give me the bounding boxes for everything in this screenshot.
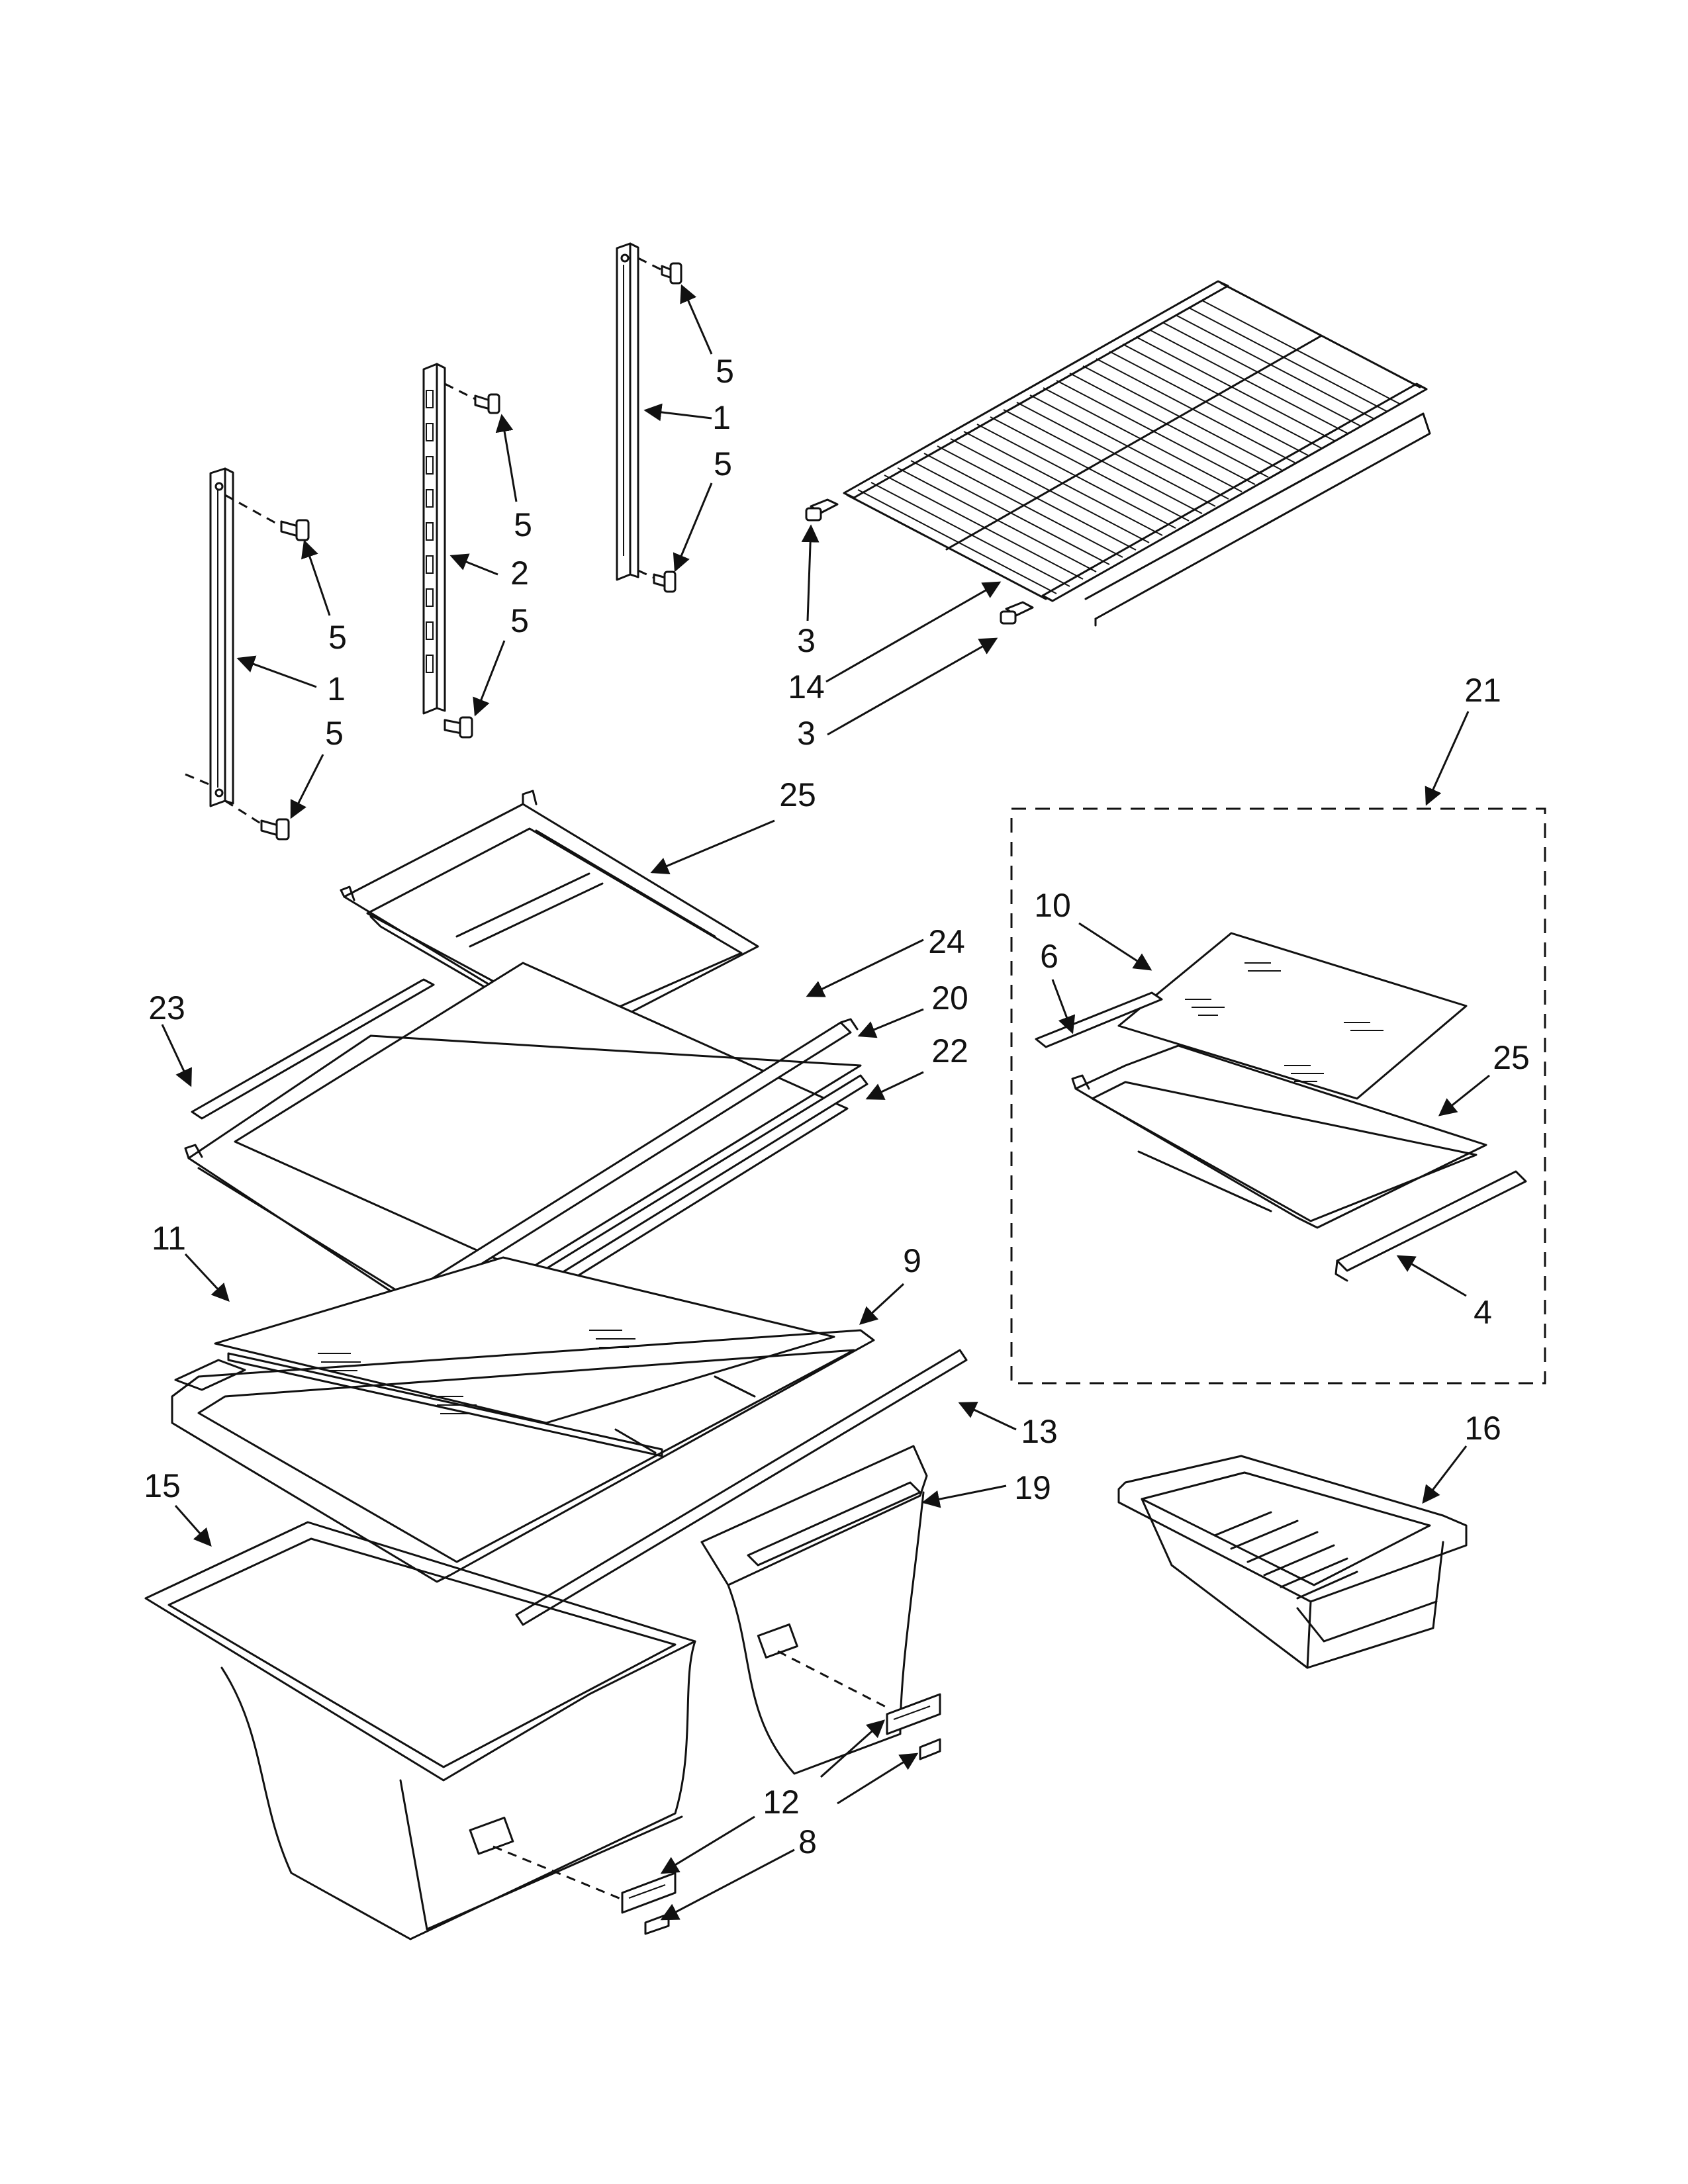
callout-5: 5 [328,619,347,656]
trim-strip-13 [515,1349,968,1626]
callout-15: 15 [144,1467,181,1504]
shelf-frame-boxed [1071,1044,1487,1229]
drawer-label-clip-small [886,1693,941,1760]
crisper-cover-glass [214,1256,835,1457]
glass-panel-10 [1117,932,1468,1100]
crisper-drawer-small [700,1445,928,1775]
callout-24: 24 [928,923,965,960]
screw-1 [224,494,310,541]
wire-shelf [805,280,1431,627]
shelf-rail-center [422,363,446,715]
callout-13: 13 [1021,1413,1058,1450]
screw-5 [637,257,682,285]
shelf-rail-right [616,242,639,581]
crisper-drawer-large [144,1521,696,1940]
callout-5: 5 [325,715,344,752]
shelf-end-cap-1 [805,498,839,522]
callout-3: 3 [797,715,816,752]
leader-lines [161,284,1490,1921]
callout-4: 4 [1474,1294,1492,1331]
screw-2 [224,799,290,841]
callout-10: 10 [1034,887,1071,924]
glass-panel-24 [234,962,849,1289]
callout-19: 19 [1014,1469,1051,1506]
screw-4 [444,716,473,739]
callout-5: 5 [714,445,732,482]
callout-6: 6 [1040,938,1058,975]
callout-2: 2 [510,555,529,592]
callout-25: 25 [1493,1039,1530,1076]
trim-strip-23 [191,978,435,1120]
drawer-slide-19 [747,1481,921,1567]
callout-23: 23 [148,989,185,1026]
callout-20: 20 [931,979,968,1017]
screw-3 [444,383,500,414]
callout-5: 5 [510,602,529,639]
callout-22: 22 [931,1032,968,1069]
screw-6 [637,569,677,593]
callout-1: 1 [327,670,346,707]
callout-5: 5 [514,506,532,543]
callout-11: 11 [152,1220,186,1257]
shelf-frame-mid [184,1034,862,1325]
callout-14: 14 [788,668,825,705]
callout-5: 5 [716,353,734,390]
drawer-label-clip-large [621,1872,677,1935]
shelf-end-cap-2 [1000,601,1034,625]
assembly-box-21 [1010,807,1546,1385]
callout-16: 16 [1464,1410,1501,1447]
screw-group [224,257,682,841]
callout-25: 25 [779,776,816,813]
crisper-cover-frame [171,1329,875,1583]
deli-drawer [1117,1455,1468,1669]
trim-strip-4 [1335,1170,1527,1282]
callout-9: 9 [903,1242,921,1279]
shelf-rail-left [185,467,234,807]
callout-labels: 5 1 5 5 2 5 5 1 5 3 14 3 25 24 23 20 22 … [144,353,1530,1860]
callout-1: 1 [712,399,731,436]
callout-8: 8 [798,1823,817,1860]
callout-3: 3 [797,622,816,659]
callout-21: 21 [1464,672,1501,709]
callout-12: 12 [763,1784,800,1821]
